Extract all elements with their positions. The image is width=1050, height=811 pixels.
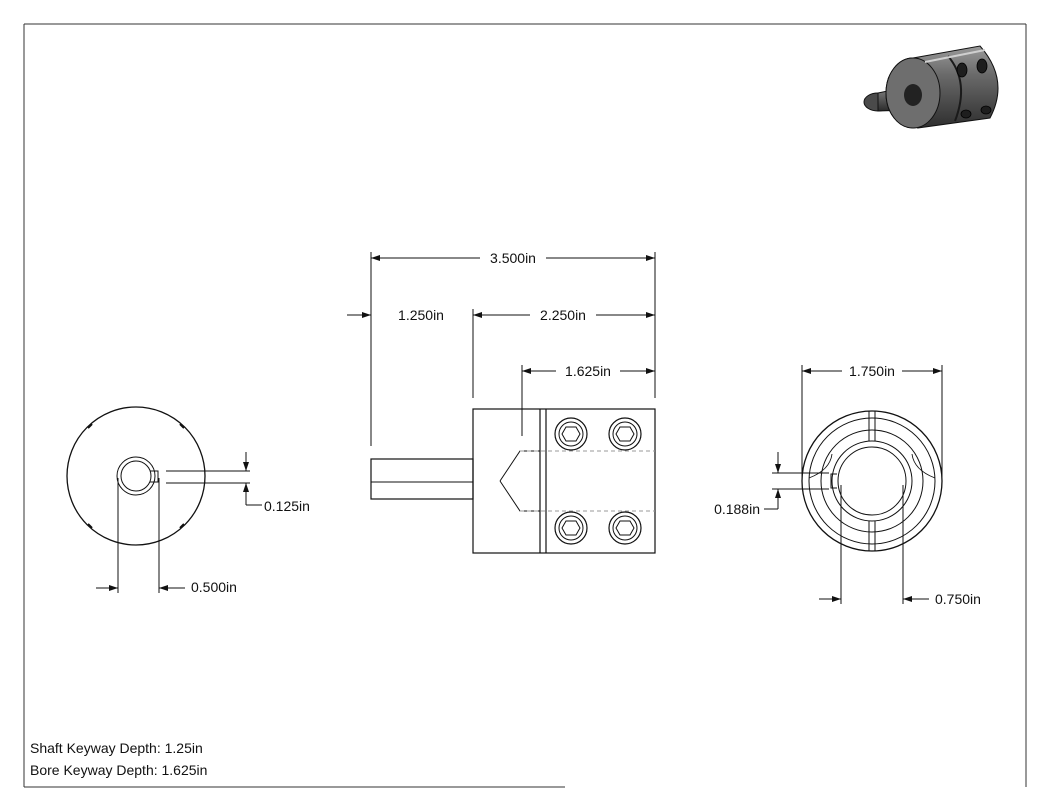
- isometric-render: [863, 45, 999, 129]
- dim-bore-diameter: [819, 485, 929, 604]
- screw-head-top-left: [554, 417, 588, 451]
- dim-label-shaft-diameter: 0.500in: [191, 579, 237, 595]
- dim-label-shaft-keyway-width: 0.125in: [264, 498, 310, 514]
- dim-label-shaft-length: 1.250in: [398, 307, 444, 323]
- front-extension-lines: [370, 252, 656, 446]
- dim-shaft-diameter: [96, 478, 185, 593]
- right-end-view: [801, 410, 943, 552]
- dim-body-diameter: [801, 365, 943, 481]
- dim-bore-keyway-width: [764, 452, 829, 510]
- screw-head-bottom-right: [608, 511, 642, 545]
- dim-label-clamp-length: 1.625in: [565, 363, 611, 379]
- dim-label-body-length: 2.250in: [540, 307, 586, 323]
- sheet-border: [23, 23, 1027, 788]
- screw-head-top-right: [608, 417, 642, 451]
- dim-label-overall-length: 3.500in: [490, 250, 536, 266]
- front-view: [370, 408, 656, 554]
- note-shaft-keyway-depth: Shaft Keyway Depth: 1.25in: [30, 740, 203, 756]
- note-bore-keyway-depth: Bore Keyway Depth: 1.625in: [30, 762, 208, 778]
- dim-label-body-diameter: 1.750in: [849, 363, 895, 379]
- left-end-view: [66, 406, 206, 546]
- dim-label-bore-diameter: 0.750in: [935, 591, 981, 607]
- screw-head-bottom-left: [554, 511, 588, 545]
- dim-label-bore-keyway-width: 0.188in: [714, 501, 760, 517]
- dim-shaft-keyway-width: [166, 452, 262, 506]
